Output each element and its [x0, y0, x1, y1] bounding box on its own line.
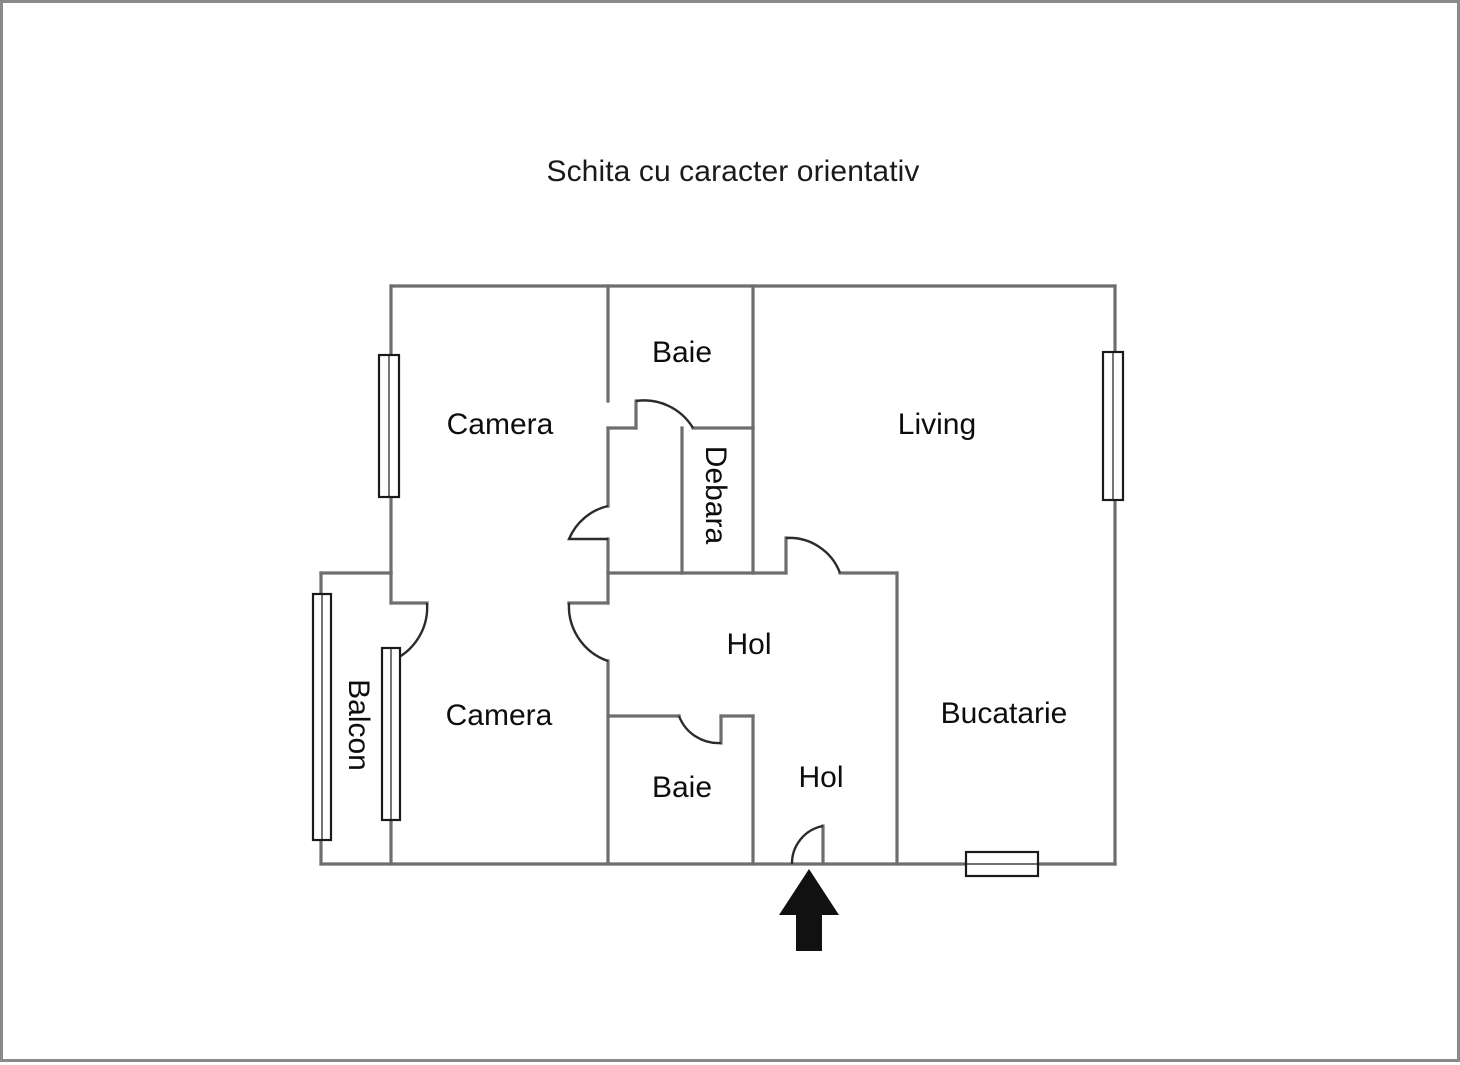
room-label-baie-bottom: Baie — [652, 771, 712, 804]
room-label-living: Living — [898, 408, 976, 441]
room-label-layer: Camera Baie Debara Living Balcon Camera … — [342, 336, 1067, 804]
room-label-camera-top: Camera — [447, 408, 554, 441]
floorplan-drawing: Camera Baie Debara Living Balcon Camera … — [311, 284, 1125, 951]
room-label-bucatarie: Bucatarie — [941, 697, 1068, 730]
room-label-hol-main: Hol — [726, 628, 771, 661]
room-label-debara: Debara — [699, 446, 732, 545]
room-label-baie-top: Baie — [652, 336, 712, 369]
room-label-balcon: Balcon — [342, 679, 375, 771]
door-baie-top — [635, 399, 695, 429]
window-layer — [311, 350, 1125, 878]
entrance-marker — [779, 869, 839, 951]
entrance-direction-arrow — [779, 869, 839, 951]
door-camera-bottom-hol — [567, 602, 609, 663]
door-living-hol — [785, 536, 842, 574]
door-entrance — [790, 824, 824, 865]
door-camera-top-hol — [567, 504, 609, 541]
door-layer — [390, 399, 842, 865]
door-baie-bottom — [677, 715, 722, 745]
wall-layer — [319, 284, 1117, 866]
page-title: Schita cu caracter orientativ — [546, 155, 920, 188]
room-label-hol-entry: Hol — [798, 761, 843, 794]
room-label-camera-bottom: Camera — [446, 699, 553, 732]
